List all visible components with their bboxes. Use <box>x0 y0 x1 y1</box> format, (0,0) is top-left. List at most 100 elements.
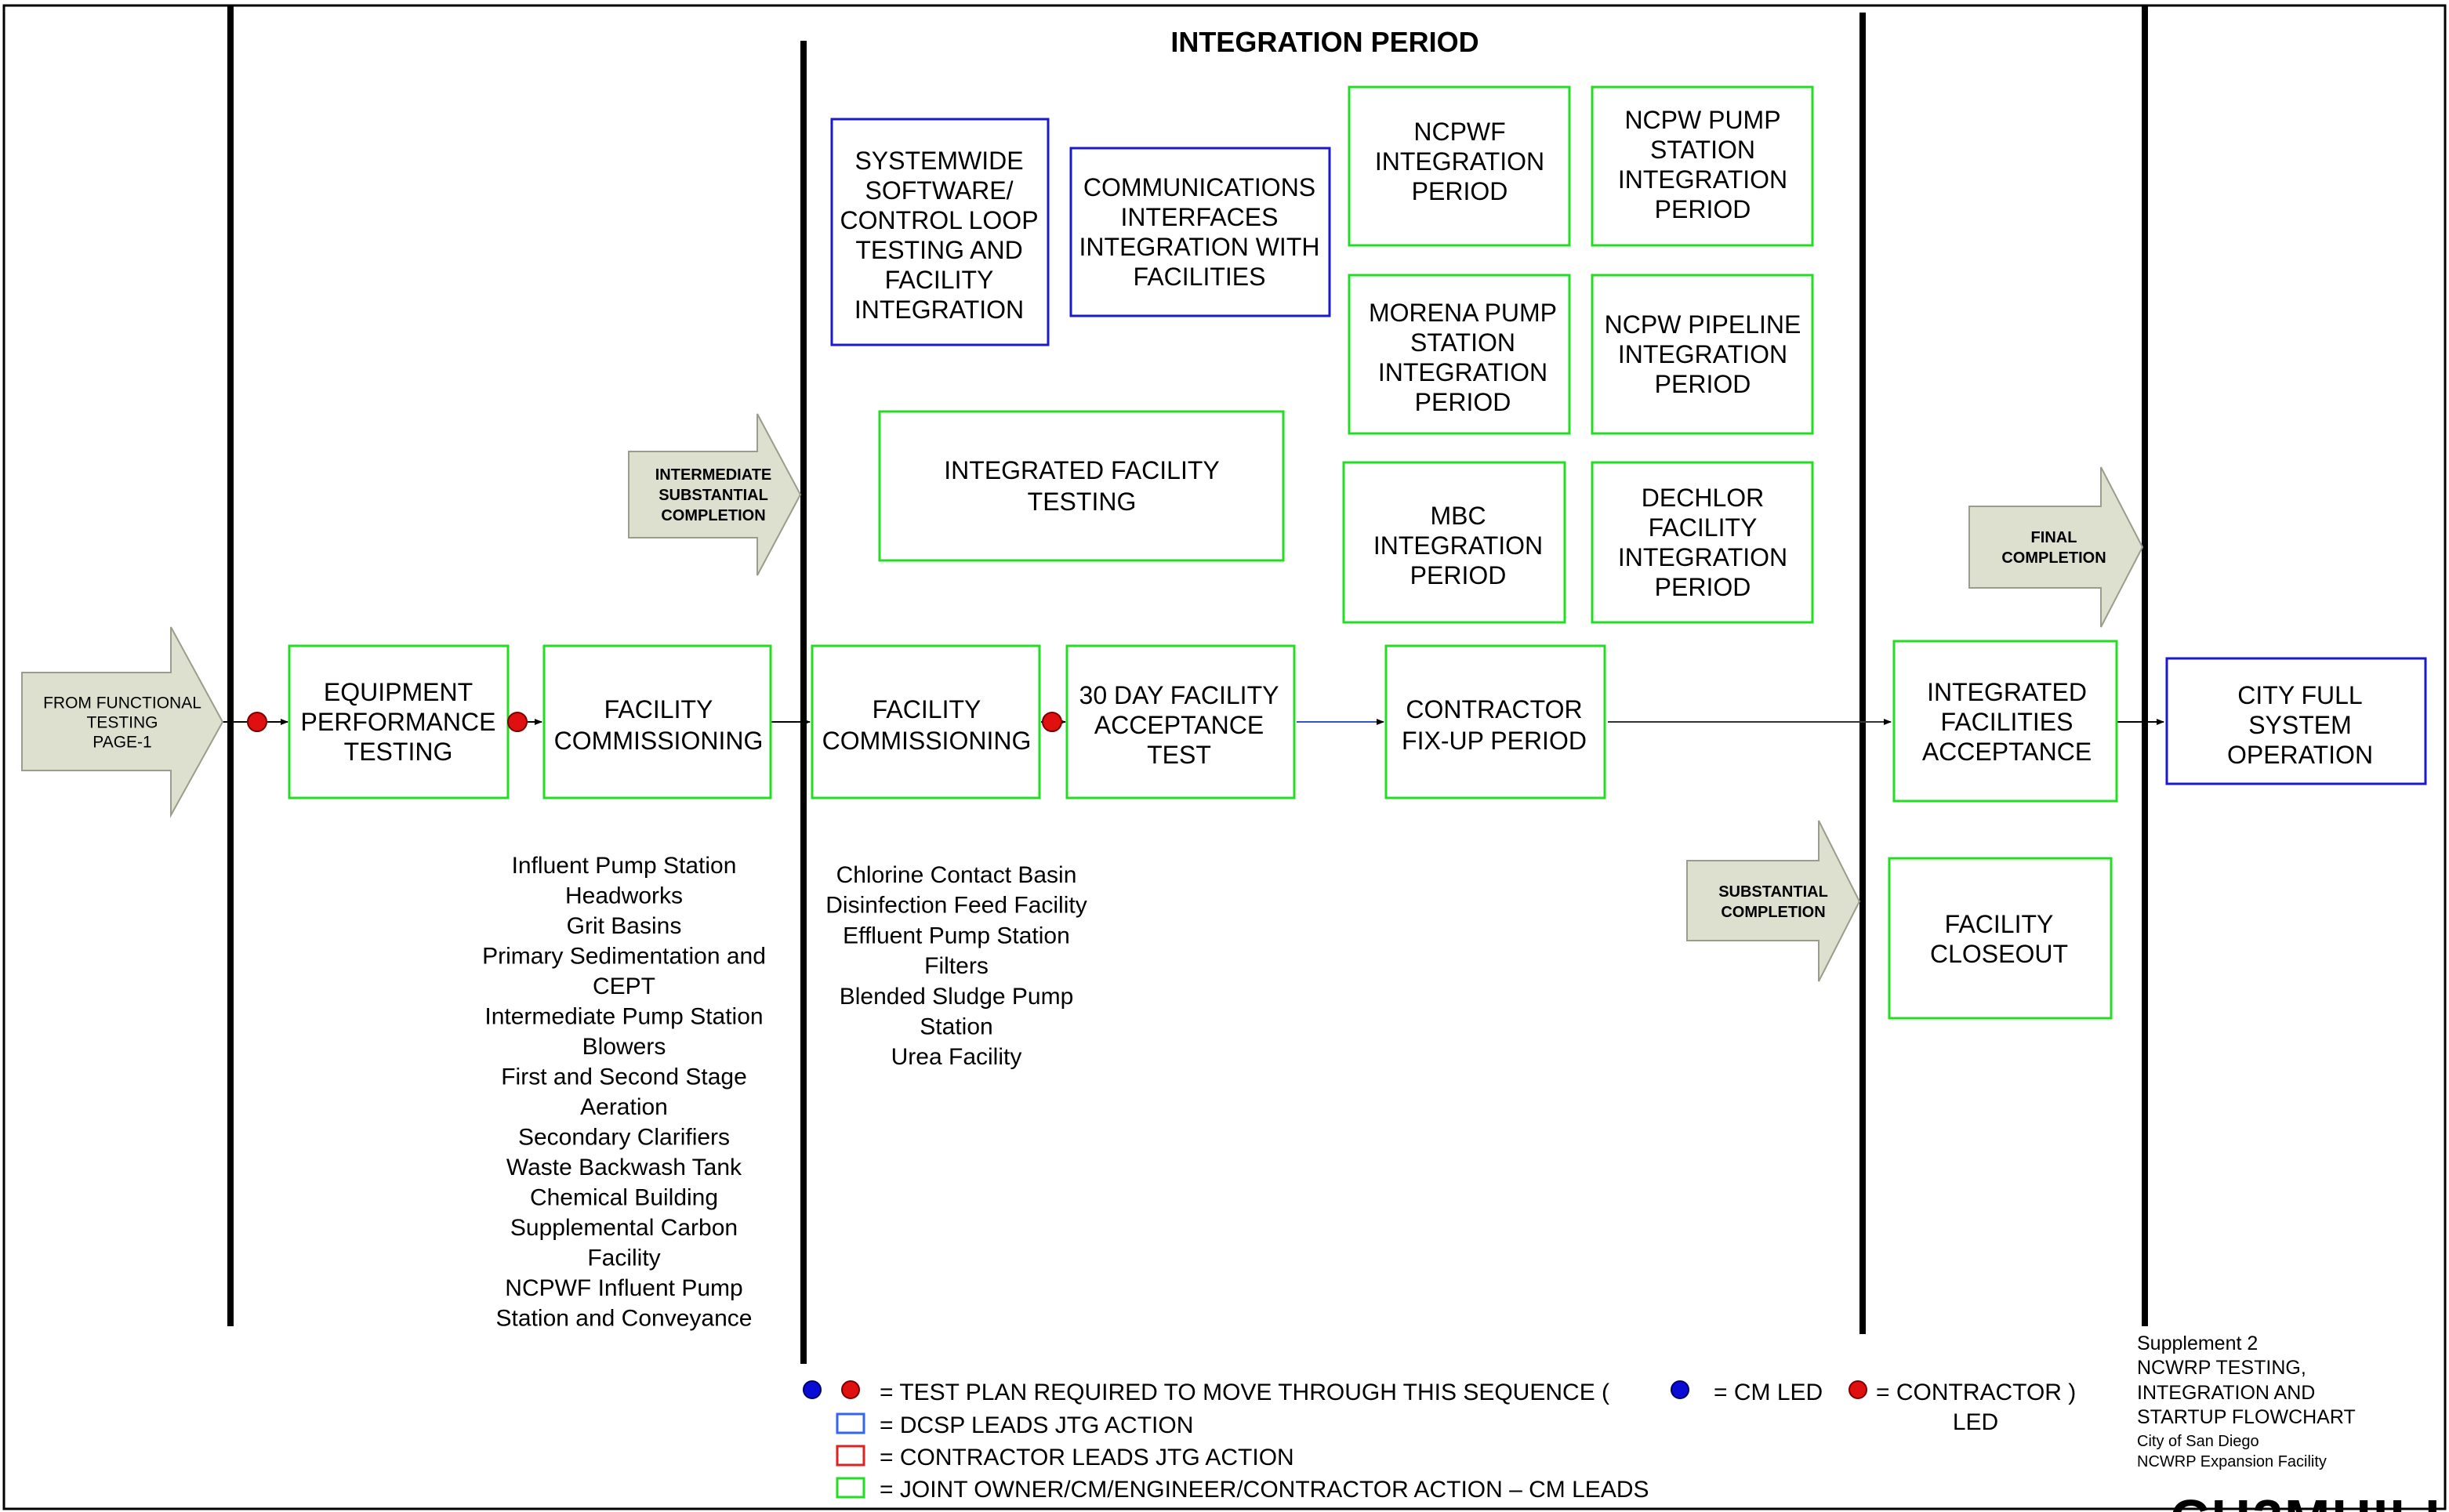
label-line: FACILITY <box>1649 513 1758 542</box>
label-line: FACILITY <box>885 266 994 294</box>
label-line: INTEGRATED FACILITY <box>944 456 1219 484</box>
contractor-led-dot <box>1849 1380 1867 1399</box>
label-line: PAGE-1 <box>93 733 151 751</box>
label-line: NCPW PUMP <box>1624 106 1780 134</box>
facility-list-item: Waste Backwash Tank <box>506 1155 742 1180</box>
label-line: SUBSTANTIAL <box>1718 883 1828 901</box>
supplement-label: Supplement 2 <box>2137 1333 2258 1354</box>
label-line: FIX-UP PERIOD <box>1402 727 1587 755</box>
label-line: STATION <box>1410 328 1515 357</box>
title-line-2: INTEGRATION AND <box>2137 1382 2315 1404</box>
legend-joint-swatch <box>836 1477 865 1499</box>
facility-list-item: Headworks <box>565 883 683 909</box>
facility-label: NCWRP Expansion Facility <box>2137 1453 2327 1470</box>
label-line: ACCEPTANCE <box>1094 711 1264 739</box>
label-line: INTEGRATION <box>1373 531 1543 560</box>
label-line: SUBSTANTIAL <box>659 487 768 504</box>
label-line: PERIOD <box>1412 177 1508 205</box>
facility-list-item: Filters <box>924 953 989 979</box>
title-block: Supplement 2 NCWRP TESTING, INTEGRATION … <box>2137 1333 2449 1512</box>
label-line: CONTRACTOR <box>1406 695 1582 723</box>
contractor-led-dot <box>841 1380 860 1399</box>
label-line: DECHLOR <box>1642 484 1764 512</box>
facility-list-item: Aeration <box>580 1094 668 1120</box>
label-line: INTEGRATED <box>1927 678 2087 706</box>
label-line: TESTING <box>1028 488 1137 516</box>
label-line: NCPW PIPELINE <box>1605 310 1801 339</box>
facility-list-item: Disinfection Feed Facility <box>825 893 1087 919</box>
label-line: INTEGRATION WITH <box>1079 233 1320 261</box>
legend-contractor-led: = CONTRACTOR ) <box>1876 1380 2076 1405</box>
test-plan-dots <box>247 712 1062 732</box>
label-line: INTEGRATION <box>1378 358 1547 386</box>
label-line: CLOSEOUT <box>1930 940 2068 968</box>
label-line: CITY FULL <box>2237 681 2362 709</box>
legend-cm-led: = CM LED <box>1714 1380 1823 1405</box>
legend-contractor-swatch <box>836 1445 865 1467</box>
label-line: OPERATION <box>2227 741 2373 769</box>
label-line: INTEGRATION <box>1618 543 1787 571</box>
label-line: COMPLETION <box>1721 904 1825 921</box>
label-line: TESTING <box>344 738 453 766</box>
label-line: FACILITIES <box>1134 263 1266 291</box>
label-line: SYSTEMWIDE <box>854 147 1023 175</box>
milestone-substantial-completion: SUBSTANTIAL COMPLETION <box>1686 820 1861 982</box>
label-line: SOFTWARE/ <box>865 176 1013 205</box>
legend-test-plan: = TEST PLAN REQUIRED TO MOVE THROUGH THI… <box>880 1380 1609 1405</box>
integrated-facility-testing-box: INTEGRATED FACILITY TESTING <box>878 410 1285 562</box>
label-line: MBC <box>1430 502 1486 530</box>
facility-list-item: Chemical Building <box>530 1185 718 1211</box>
label-line: PERIOD <box>1655 573 1751 601</box>
label-line: PERIOD <box>1410 561 1507 589</box>
label-line: PERIOD <box>1655 370 1751 398</box>
legend-contractor-text: = CONTRACTOR LEADS JTG ACTION <box>880 1445 1294 1470</box>
legend-contractor-led-2: LED <box>1953 1409 1998 1435</box>
label-line: 30 DAY FACILITY <box>1079 681 1279 709</box>
facility-list-item: Blowers <box>582 1034 666 1060</box>
label-line: MORENA PUMP <box>1369 299 1557 327</box>
label-line: INTEGRATION <box>854 296 1024 324</box>
facility-list-item: Supplemental Carbon <box>510 1215 738 1241</box>
label-line: FACILITIES <box>1941 708 2073 736</box>
cm-led-dot <box>803 1380 822 1399</box>
label-line: TESTING AND <box>855 236 1022 264</box>
label-line: COMMUNICATIONS <box>1083 173 1315 201</box>
facility-list-item: Urea Facility <box>891 1044 1022 1070</box>
label-line: INTEGRATION <box>1375 147 1544 176</box>
facility-list-item: Grit Basins <box>567 913 682 939</box>
label-line: PERIOD <box>1655 195 1751 223</box>
label-line: SYSTEM <box>2248 711 2352 739</box>
contractor-dot <box>247 712 267 732</box>
label-line: COMMISSIONING <box>822 727 1032 755</box>
label-line: PERIOD <box>1415 388 1511 416</box>
facility-list-item: Chlorine Contact Basin <box>836 862 1077 888</box>
legend-dcsp-text: = DCSP LEADS JTG ACTION <box>880 1412 1193 1438</box>
